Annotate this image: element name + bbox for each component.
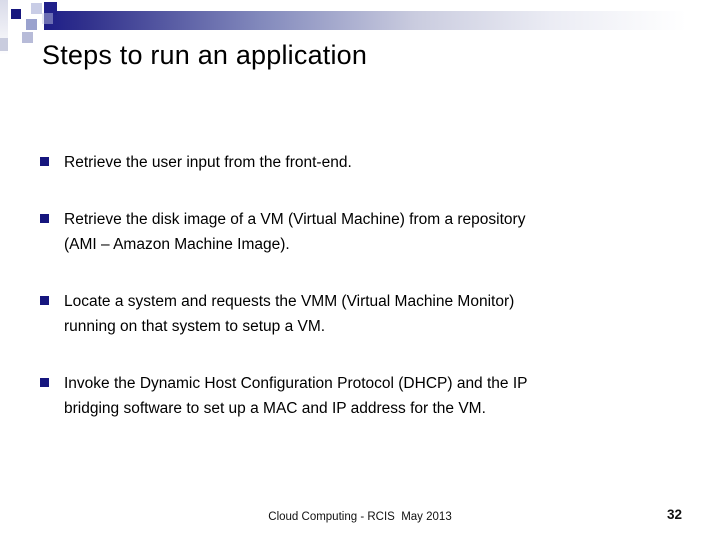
bullet-line: Retrieve the user input from the front-e…: [64, 154, 352, 171]
bullet-item: Locate a system and requests the VMM (Vi…: [40, 289, 684, 339]
decor-square-dark-top: [44, 2, 57, 15]
decor-square-light: [31, 3, 42, 14]
footer-text: Cloud Computing - RCIS May 2013: [268, 511, 452, 523]
decor-left-strip: [0, 0, 8, 54]
decor-left-strip-block: [0, 38, 8, 51]
decor-square-dark-left: [11, 9, 21, 19]
bullet-line: Retrieve the disk image of a VM (Virtual…: [64, 211, 526, 228]
bullet-item: Invoke the Dynamic Host Configuration Pr…: [40, 371, 684, 421]
bullet-line: (AMI – Amazon Machine Image).: [64, 236, 290, 253]
bullet-square-icon: [40, 214, 49, 223]
slide-title: Steps to run an application: [42, 40, 368, 70]
bullet-item: Retrieve the disk image of a VM (Virtual…: [40, 207, 684, 257]
bullet-text: Locate a system and requests the VMM (Vi…: [64, 289, 514, 339]
bullet-line: Locate a system and requests the VMM (Vi…: [64, 293, 515, 310]
bullet-square-icon: [40, 157, 49, 166]
bullet-text: Retrieve the disk image of a VM (Virtual…: [64, 207, 525, 257]
bullet-item: Retrieve the user input from the front-e…: [40, 150, 684, 175]
decor-square-lavender: [22, 32, 33, 43]
bullet-text: Retrieve the user input from the front-e…: [64, 150, 352, 175]
decor-square-overlap: [42, 13, 53, 24]
bullet-line: running on that system to setup a VM.: [64, 318, 326, 335]
bullet-square-icon: [40, 296, 49, 305]
decor-square-medium: [26, 19, 37, 30]
page-number: 32: [666, 507, 682, 522]
title-bar-gradient: [44, 11, 720, 30]
bullet-line: Invoke the Dynamic Host Configuration Pr…: [64, 375, 528, 392]
bullet-square-icon: [40, 378, 49, 387]
bullet-line: bridging software to set up a MAC and IP…: [64, 400, 486, 417]
bullet-text: Invoke the Dynamic Host Configuration Pr…: [64, 371, 528, 421]
bullet-list: Retrieve the user input from the front-e…: [40, 150, 684, 453]
